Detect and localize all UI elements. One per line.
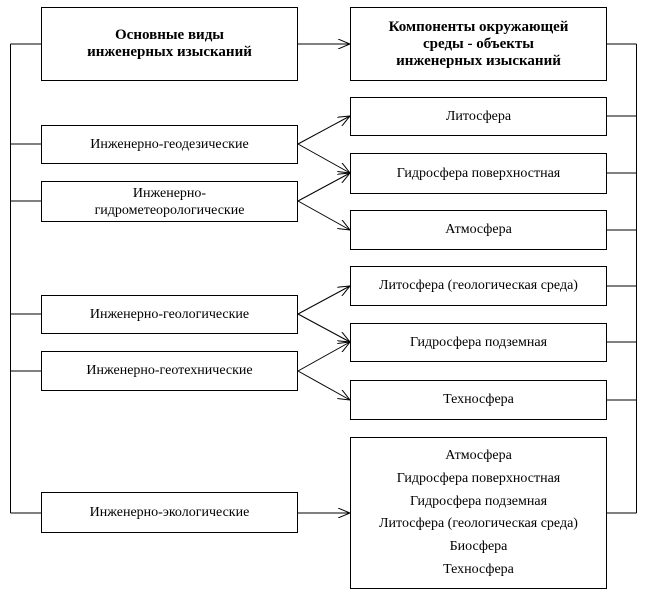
header-right-line-1: Компоненты окружающей: [388, 18, 569, 35]
header-right-line-3: инженерных изысканий: [396, 52, 561, 69]
survey-hydromet-line-1: Инженерно-: [132, 185, 207, 201]
ecology-component-item: Техносфера: [443, 562, 514, 578]
arrow-geologic-hydro: [297, 313, 350, 342]
arrow-geotech-hydro: [297, 342, 350, 372]
header-environment-components: Компоненты окружающей среды - объекты ин…: [350, 7, 607, 81]
ecology-component-item: Литосфера (геологическая среда): [379, 516, 578, 532]
ecology-component-item: Атмосфера: [445, 447, 512, 463]
header-right-line-2: среды - объекты: [422, 35, 534, 52]
arrow-hydromet-atmosphere: [297, 200, 350, 230]
ecology-component-item: Гидросфера поверхностная: [396, 470, 561, 486]
component-lithosphere: Литосфера: [350, 97, 607, 136]
survey-hydromet-line-2: гидрометеорологические: [94, 202, 245, 218]
header-left-line-1: Основные виды: [115, 27, 224, 43]
component-hydrosphere-underground: Гидросфера подземная: [350, 323, 607, 362]
ecology-component-item: Биосфера: [449, 539, 508, 555]
survey-ecological: Инженерно-экологические: [41, 492, 298, 533]
header-left-line-2: инженерных изысканий: [87, 44, 252, 60]
header-survey-types: Основные виды инженерных изысканий: [41, 7, 298, 81]
survey-geotechnical: Инженерно-геотехнические: [41, 351, 298, 391]
component-hydrosphere-surface: Гидросфера поверхностная: [350, 153, 607, 194]
arrow-geologic-litho: [297, 286, 350, 315]
arrow-hydromet-hydro: [297, 173, 350, 202]
component-lithosphere-geological: Литосфера (геологическая среда): [350, 266, 607, 306]
ecology-components-box: Атмосфера Гидросфера поверхностная Гидро…: [350, 437, 607, 589]
component-technosphere: Техносфера: [350, 380, 607, 420]
arrow-geodetic-hydro: [297, 143, 350, 173]
ecology-component-item: Гидросфера подземная: [409, 493, 548, 509]
arrow-geotech-techno: [297, 370, 350, 400]
survey-geological: Инженерно-геологические: [41, 295, 298, 334]
survey-hydrometeorological: Инженерно- гидрометеорологические: [41, 181, 298, 222]
arrow-geodetic-lithosphere: [297, 116, 350, 145]
survey-geodetic: Инженерно-геодезические: [41, 125, 298, 164]
component-atmosphere: Атмосфера: [350, 210, 607, 250]
